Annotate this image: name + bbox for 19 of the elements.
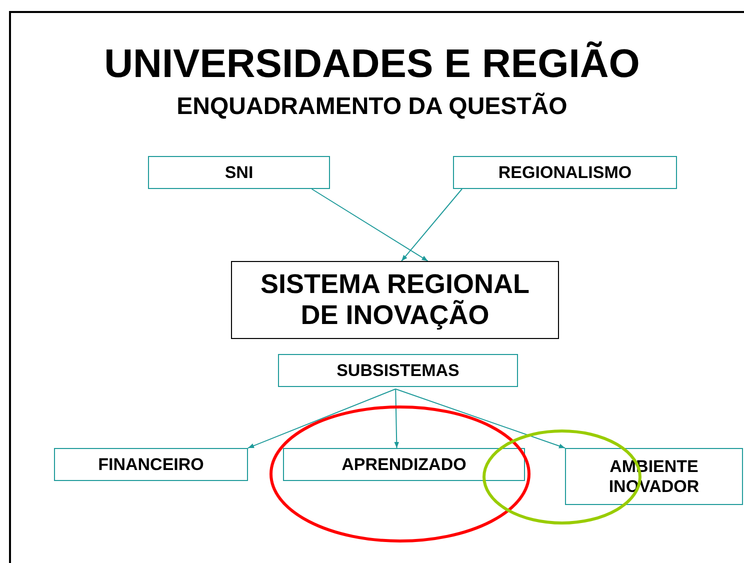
- node-label: FINANCEIRO: [98, 454, 204, 474]
- process-box: [283, 448, 525, 481]
- arrow: [395, 388, 566, 448]
- process-box: [278, 354, 518, 387]
- slide-subtitle: ENQUADRAMENTO DA QUESTÃO: [176, 93, 568, 121]
- node-label: SUBSISTEMAS: [336, 360, 460, 380]
- arrow: [248, 388, 396, 448]
- arrow: [394, 388, 400, 448]
- process-box: [148, 156, 330, 189]
- process-box: [54, 448, 248, 481]
- arrow: [401, 188, 462, 262]
- node-label: SISTEMA REGIONAL DE INOVAÇÃO: [259, 268, 530, 332]
- node-label: REGIONALISMO: [498, 162, 632, 182]
- slide-title: UNIVERSIDADES E REGIÃO: [103, 42, 641, 87]
- arrow: [311, 188, 428, 262]
- node-label: SNI: [224, 162, 254, 182]
- node-label: APRENDIZADO: [342, 454, 466, 474]
- process-box: [453, 156, 677, 189]
- system-box: [231, 261, 559, 339]
